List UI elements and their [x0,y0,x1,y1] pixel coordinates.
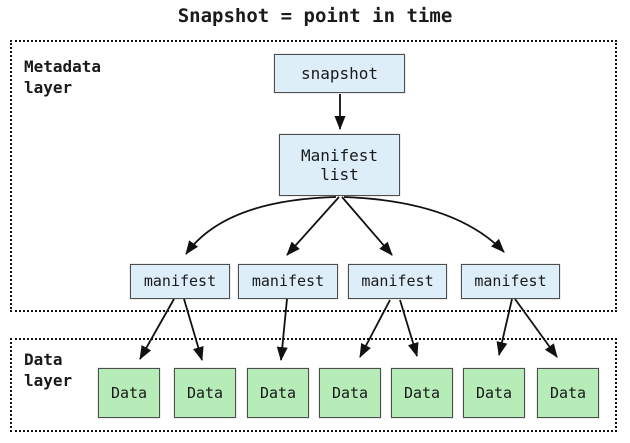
node-manifest-1: manifest [130,264,230,299]
edge-manifest-list-to-manifest-4 [343,196,505,253]
edge-manifest-2-to-data-3 [276,298,288,361]
node-data-6: Data [463,368,525,418]
node-data-3: Data [247,368,309,418]
node-manifest-2: manifest [238,264,338,299]
edge-manifest-list-to-manifest-1 [185,196,337,255]
edge-manifest-3-to-data-4 [359,299,391,358]
metadata-layer-label: Metadata layer [24,57,102,97]
metadata-layer-box [10,40,617,312]
node-data-1: Data [98,368,160,418]
edge-manifest-1-to-data-2 [183,298,204,361]
node-manifest-4: manifest [461,264,560,299]
node-data-2: Data [174,368,236,418]
node-data-4: Data [319,368,381,418]
edge-manifest-3-to-data-5 [399,299,419,357]
edge-manifest-4-to-data-6 [496,298,513,356]
edge-manifest-list-to-manifest-2 [286,196,340,256]
node-manifest-3: manifest [348,264,447,299]
edge-manifest-list-to-manifest-3 [341,196,393,256]
diagram-title: Snapshot = point in time [177,5,453,27]
node-data-5: Data [391,368,453,418]
data-layer-box [10,338,617,432]
node-snapshot: snapshot [274,54,405,93]
node-data-7: Data [537,368,599,418]
data-layer-label: Data layer [24,350,73,390]
edge-manifest-4-to-data-7 [514,298,558,358]
edge-manifest-1-to-data-1 [139,298,175,360]
node-manifest-list: Manifest list [279,134,400,196]
